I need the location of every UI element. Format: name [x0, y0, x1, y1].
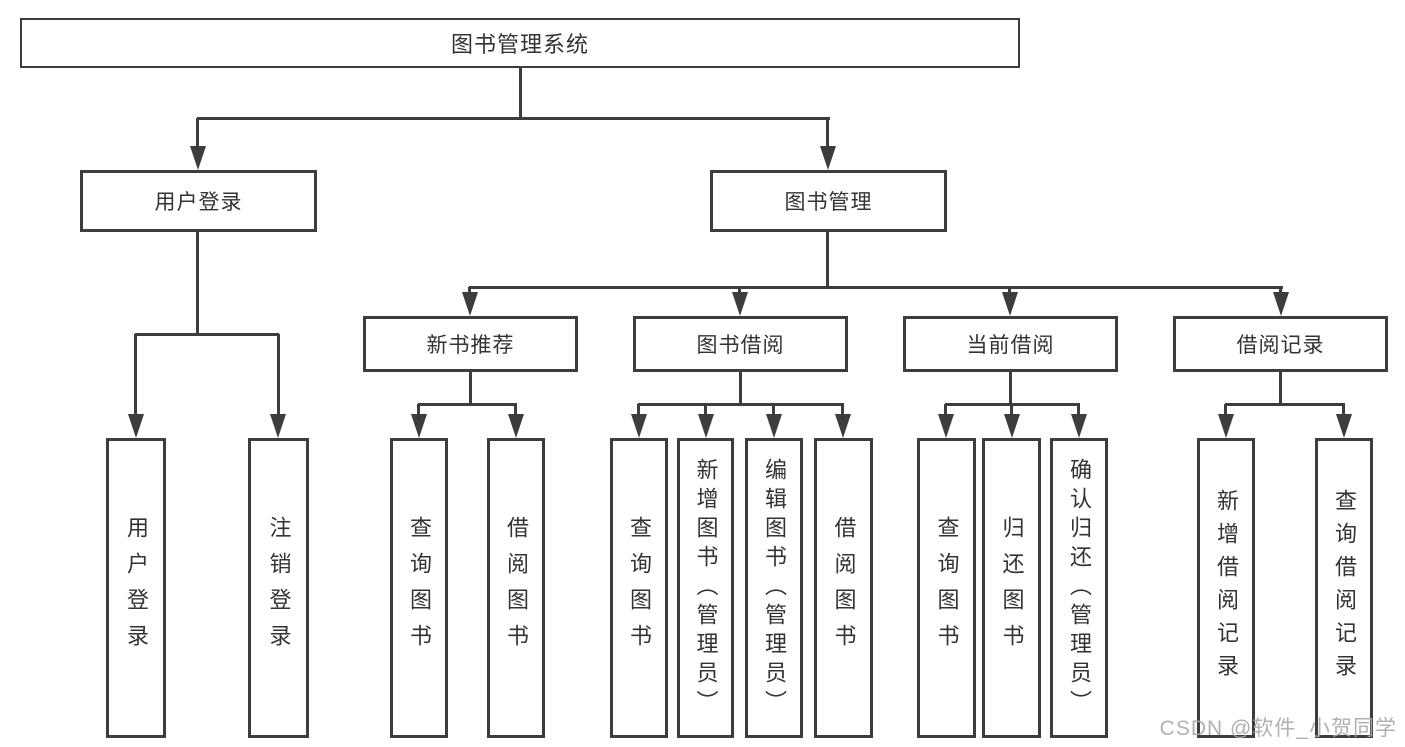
- connector-line: [739, 372, 742, 405]
- arrowhead-down-icon: [128, 414, 144, 438]
- connector-line: [1009, 372, 1012, 405]
- connector-line: [277, 334, 280, 416]
- connector-line: [1077, 404, 1080, 416]
- csdn-watermark: CSDN @软件_小贺同学: [1159, 717, 1397, 740]
- connector-line: [1225, 403, 1345, 406]
- connector-line: [841, 404, 844, 416]
- connector-line: [772, 404, 775, 416]
- connector-line: [196, 118, 199, 150]
- connector-line: [704, 404, 707, 416]
- connector-line: [1279, 287, 1282, 295]
- node-new-book-recommendation: 新书推荐: [363, 316, 578, 372]
- connector-line: [519, 68, 522, 118]
- leaf-logout: 注销登录: [248, 438, 309, 738]
- leaf-query-borrow-record: 查询借阅记录: [1315, 438, 1373, 738]
- arrowhead-down-icon: [411, 414, 427, 438]
- arrowhead-down-icon: [508, 414, 524, 438]
- connector-line: [135, 333, 279, 336]
- connector-line: [638, 403, 844, 406]
- connector-line: [944, 404, 947, 416]
- connector-line: [738, 287, 741, 295]
- leaf-query-books-recommend: 查询图书: [390, 438, 448, 738]
- arrowhead-down-icon: [462, 292, 478, 316]
- connector-line: [826, 118, 829, 150]
- arrowhead-down-icon: [1071, 414, 1087, 438]
- connector-line: [1010, 404, 1013, 416]
- node-current-borrowing: 当前借阅: [903, 316, 1118, 372]
- arrowhead-down-icon: [835, 414, 851, 438]
- arrowhead-down-icon: [698, 414, 714, 438]
- connector-line: [826, 232, 829, 288]
- connector-line: [417, 404, 420, 416]
- leaf-user-login: 用户登录: [106, 438, 166, 738]
- connector-line: [196, 232, 199, 335]
- arrowhead-down-icon: [732, 292, 748, 316]
- arrowhead-down-icon: [1273, 292, 1289, 316]
- arrowhead-down-icon: [270, 414, 286, 438]
- connector-line: [197, 117, 830, 120]
- connector-line: [469, 286, 1283, 289]
- leaf-add-borrow-record: 新增借阅记录: [1197, 438, 1255, 738]
- connector-line: [418, 403, 517, 406]
- connector-line: [1279, 372, 1282, 405]
- connector-line: [468, 287, 471, 295]
- arrowhead-down-icon: [820, 146, 836, 170]
- connector-line: [469, 372, 472, 405]
- node-book-management: 图书管理: [710, 170, 947, 232]
- connector-line: [1342, 404, 1345, 416]
- arrowhead-down-icon: [1002, 292, 1018, 316]
- arrowhead-down-icon: [938, 414, 954, 438]
- leaf-add-book-admin: 新增图书（管理员）: [677, 438, 734, 738]
- leaf-query-books-borrowing: 查询图书: [610, 438, 668, 738]
- connector-line: [514, 404, 517, 416]
- arrowhead-down-icon: [190, 146, 206, 170]
- node-user-login: 用户登录: [80, 170, 317, 232]
- leaf-borrow-books-recommend: 借阅图书: [487, 438, 545, 738]
- connector-line: [1224, 404, 1227, 416]
- leaf-borrow-books-borrowing: 借阅图书: [814, 438, 873, 738]
- root-node-library-management-system: 图书管理系统: [20, 18, 1020, 68]
- leaf-confirm-return-admin: 确认归还（管理员）: [1050, 438, 1108, 738]
- leaf-return-books: 归还图书: [982, 438, 1041, 738]
- arrowhead-down-icon: [1004, 414, 1020, 438]
- arrowhead-down-icon: [1336, 414, 1352, 438]
- node-borrow-records: 借阅记录: [1173, 316, 1388, 372]
- connector-line: [637, 404, 640, 416]
- leaf-edit-book-admin: 编辑图书（管理员）: [745, 438, 803, 738]
- connector-line: [134, 334, 137, 416]
- arrowhead-down-icon: [766, 414, 782, 438]
- arrowhead-down-icon: [1218, 414, 1234, 438]
- node-book-borrowing: 图书借阅: [633, 316, 848, 372]
- arrowhead-down-icon: [631, 414, 647, 438]
- connector-line: [1008, 287, 1011, 295]
- leaf-query-books-current: 查询图书: [917, 438, 976, 738]
